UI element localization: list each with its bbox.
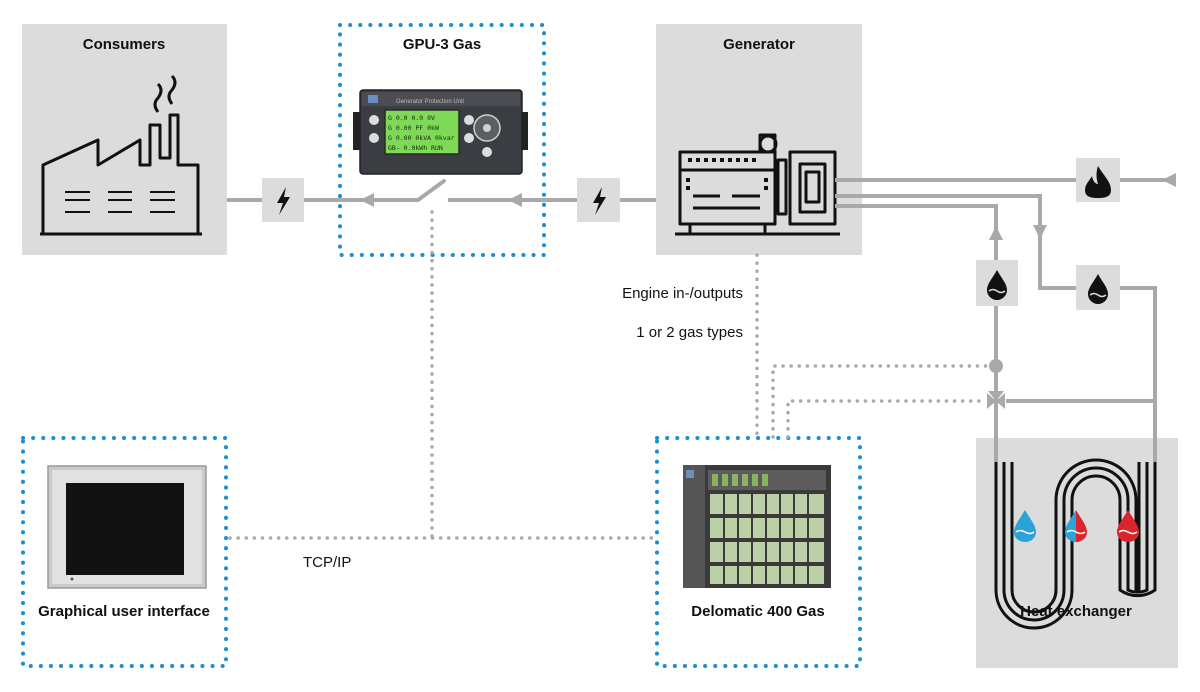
lightning-icon — [277, 187, 290, 215]
deif-logo — [368, 95, 378, 103]
flame-icon — [1085, 166, 1111, 198]
gui-frame — [21, 436, 228, 668]
coolant-box-right — [1076, 265, 1120, 310]
power-box-right — [577, 178, 620, 222]
fuel-box — [1076, 158, 1120, 202]
gpu-label: GPU-3 Gas — [403, 36, 481, 53]
communication-lines — [228, 210, 990, 540]
factory-icon — [40, 74, 202, 236]
gpu-display-title: Generator Protection Unit — [396, 99, 464, 105]
gpu-button — [464, 133, 474, 143]
gpu-button — [369, 133, 379, 143]
breaker-switch — [416, 179, 446, 202]
cold-water-drop — [1014, 510, 1036, 542]
gui-monitor — [47, 465, 207, 589]
lcd-line-4: GB- 0.0kWh RUN — [388, 144, 443, 152]
flow-arrow-down — [1033, 225, 1047, 239]
gpu-button — [464, 115, 474, 125]
three-way-valve — [987, 391, 1005, 409]
delomatic-rack — [683, 465, 831, 588]
gpu-button — [369, 115, 379, 125]
generator-vents — [686, 158, 768, 190]
mixed-water-drop — [1065, 510, 1087, 542]
lcd-line-1: G 0.0 0.0 0V — [388, 114, 435, 122]
delomatic-frame — [655, 436, 862, 668]
gpu-frame — [338, 23, 546, 257]
power-arrow-left — [360, 193, 374, 207]
heat-exchanger-label: Heat exchanger — [1020, 603, 1132, 620]
heat-exchanger-panel — [976, 438, 1178, 668]
generator-icon — [675, 133, 840, 236]
gas-types-label: 1 or 2 gas types — [636, 324, 743, 341]
tcpip-label: TCP/IP — [303, 554, 351, 571]
consumers-panel — [22, 24, 227, 255]
power-box-left — [262, 178, 304, 222]
delomatic-label: Delomatic 400 Gas — [691, 603, 824, 620]
lightning-icon — [593, 187, 606, 215]
generator-label: Generator — [723, 36, 795, 53]
fuel-inlet-arrow — [1162, 173, 1176, 187]
gui-label: Graphical user interface — [38, 603, 210, 620]
gpu-button — [482, 147, 492, 157]
engine-io-label: Engine in-/outputs — [622, 285, 743, 302]
lcd-line-3: G 0.00 0kVA 0kvar — [388, 134, 455, 142]
monitor-screen — [66, 483, 184, 575]
power-arrow-right — [508, 193, 522, 207]
pump-symbol — [989, 359, 1003, 373]
lcd-line-2: G 0.00 PF 0kW — [388, 124, 439, 132]
coolant-box-left — [976, 260, 1018, 306]
heat-piping — [835, 178, 1170, 462]
gpu3-device: Generator Protection Unit G 0.0 0.0 0V G… — [353, 89, 528, 175]
gpu-lcd-screen — [384, 109, 460, 155]
hot-water-drop — [1117, 510, 1139, 542]
flow-arrow-up — [989, 226, 1003, 240]
consumers-label: Consumers — [83, 36, 166, 53]
